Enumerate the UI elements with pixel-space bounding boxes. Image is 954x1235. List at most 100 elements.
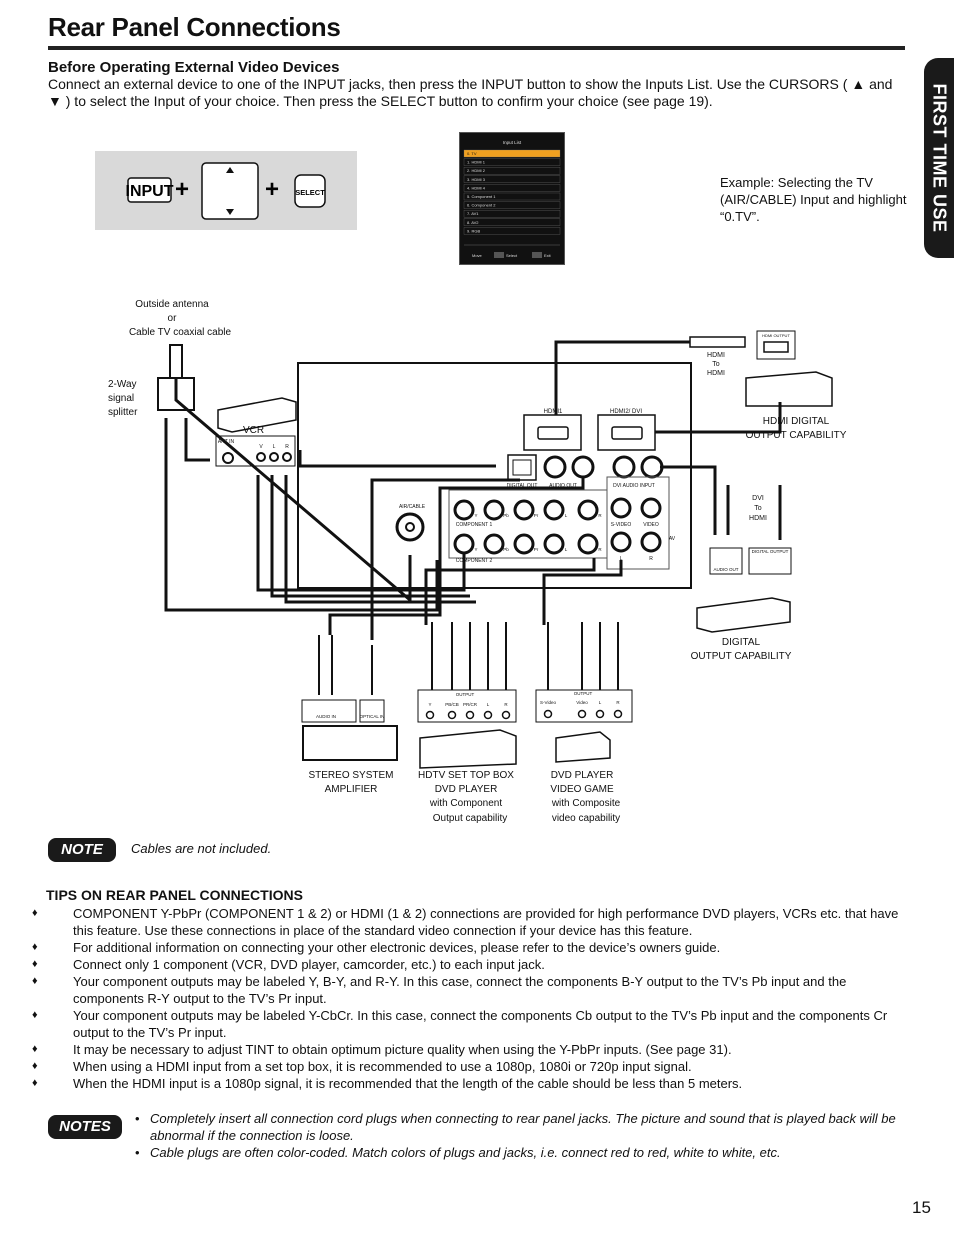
hdtv-jack-icon (447, 710, 457, 720)
input-list-item: 2. HDMI 2 (467, 168, 486, 173)
dvd-label-1: DVD PLAYER (551, 770, 614, 781)
plus-sign: + (175, 176, 189, 203)
optical-jack-icon (512, 459, 532, 476)
hdmi-device-cable (655, 402, 782, 434)
input-list-item: 3. HDMI 3 (467, 177, 486, 182)
dvd-player-icon (555, 731, 611, 763)
vcr-port-ant: ANT IN (218, 439, 235, 445)
side-section-tab: FIRST TIME USE (924, 58, 954, 258)
av-l-jack (610, 531, 632, 553)
antenna-label-1: Outside antenna (135, 299, 209, 310)
hdtv-output-panel (417, 689, 517, 723)
dvd-port-label: S-Video (540, 700, 556, 705)
input-list-item: 7. AV1 (467, 211, 479, 216)
list-item: Completely insert all connection cord pl… (132, 1110, 912, 1144)
panel-svideo-label: S-VIDEO (611, 522, 632, 528)
comp1-pb-jack (483, 499, 505, 521)
digital-output-port (748, 547, 792, 575)
tips-heading: TIPS ON REAR PANEL CONNECTIONS (46, 887, 303, 903)
component-jack-label: L (565, 547, 568, 552)
panel-av-label: AV (669, 536, 676, 542)
hdtv-port-label: R (504, 702, 508, 707)
svideo-jack (610, 497, 632, 519)
hdmi-output-label: HDMI OUTPUT (762, 333, 790, 338)
comp1-r-jack (577, 499, 599, 521)
connection-diagram: Outside antenna or Cable TV coaxial cabl… (108, 299, 847, 824)
input-list-item: 5. Component 1 (467, 194, 496, 199)
component-jack-label: Y (474, 547, 477, 552)
list-item: When using a HDMI input from a set top b… (32, 1058, 912, 1075)
dvd-jack-icon (577, 709, 587, 719)
tv-menu-svg: Input List 0. TV1. HDMI 12. HDMI 23. HDM… (463, 140, 561, 258)
comp1-l-jack (543, 499, 565, 521)
menu-footer-exit: Exit (544, 253, 552, 258)
digital-audio-out-label: AUDIO OUT (713, 567, 738, 572)
panel-hdmi1-label: HDMI1 (544, 409, 563, 415)
digital-out-port (507, 454, 537, 481)
component-jack-label: R (598, 547, 602, 552)
input-list-row (463, 184, 561, 192)
input-list-row (463, 149, 561, 158)
dvi-audio-r-jack (640, 455, 664, 479)
input-list-row (463, 175, 561, 183)
antenna-connector (169, 344, 183, 379)
input-list-row (463, 201, 561, 209)
remote-buttons-svg: INPUT + + SELECT (126, 162, 326, 220)
optical-cable (370, 478, 520, 640)
hdtv-label-1: HDTV SET TOP BOX (418, 770, 514, 781)
note-badge: NOTE (48, 838, 116, 862)
vcr-ports-panel (215, 435, 296, 467)
dvd-jack-icon (595, 709, 605, 719)
hdmi-cable-label-1: HDMI (707, 352, 725, 359)
stereo-label-2: AMPLIFIER (325, 784, 378, 795)
splitter-icon (157, 377, 195, 411)
digital-device-label-1: DIGITAL (722, 637, 761, 648)
component-cable (424, 558, 596, 625)
input-list-item: 0. TV (467, 151, 477, 156)
hdmi1-port (523, 414, 582, 451)
page-number: 15 (912, 1198, 931, 1217)
dvi-audio-l-jack (612, 455, 636, 479)
hdtv-port-label: PB/CB (445, 702, 459, 707)
notes-badge: NOTES (48, 1115, 122, 1139)
digital-output-label: DIGITAL OUTPUT (752, 549, 789, 554)
hdmi-output-port (756, 330, 796, 360)
dvd-port-label: R (616, 700, 620, 705)
input-list-row (463, 192, 561, 201)
hdtv-label-3: with Component (429, 798, 502, 809)
stereo-optical-in-label: OPTICAL IN (360, 714, 385, 719)
av-r-jack (640, 531, 662, 553)
comp2-r-jack (577, 533, 599, 555)
av-video-jack (640, 497, 662, 519)
tv-rear-panel (297, 362, 692, 589)
hdmi-cable-label-3: HDMI (707, 370, 725, 377)
audio-out-r-jack (571, 455, 595, 479)
dvd-output-panel (535, 689, 633, 723)
dvd-jack-icon (543, 709, 553, 719)
side-tab-label: FIRST TIME USE (929, 83, 950, 233)
input-list-item: 9. RGB (467, 228, 480, 233)
hdtv-jack-icon (483, 710, 493, 720)
splitter-label-3: splitter (108, 407, 138, 418)
digital-audio-out-port (709, 547, 743, 575)
vcr-icon (217, 397, 297, 433)
hdtv-label-4: Output capability (433, 813, 508, 824)
hdtv-port-label: L (487, 702, 490, 707)
hdmi2-port (597, 414, 656, 451)
select-button-icon (294, 174, 326, 208)
panel-dvi-audio-label: DVI AUDIO INPUT (613, 483, 655, 489)
hdtv-port-label: PR/CR (463, 702, 478, 707)
comp1-pr-jack (513, 499, 535, 521)
hdtv-label-2: DVD PLAYER (435, 784, 498, 795)
input-list-item: 4. HDMI 4 (467, 185, 486, 190)
intro-paragraph: Connect an external device to one of the… (48, 76, 893, 109)
digital-device-label-2: OUTPUT CAPABILITY (691, 651, 792, 662)
dvd-label-4: video capability (552, 813, 620, 824)
remote-buttons-illustration: INPUT + + SELECT (95, 151, 357, 230)
input-list-row (463, 167, 561, 175)
list-item: Your component outputs may be labeled Y,… (32, 973, 912, 1007)
input-button-icon (127, 177, 172, 203)
hdmi-cable-label-2: To (712, 361, 720, 368)
page-title: Rear Panel Connections (48, 12, 341, 42)
